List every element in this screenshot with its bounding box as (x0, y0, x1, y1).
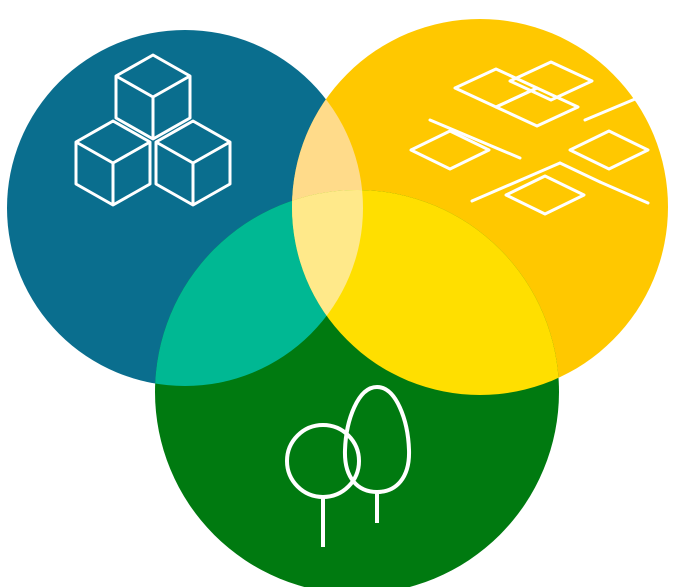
trees-icon (285, 384, 412, 547)
cubes-icon (74, 53, 232, 207)
overlap-blue-green (155, 190, 363, 386)
grid-pattern-icon (409, 60, 650, 216)
